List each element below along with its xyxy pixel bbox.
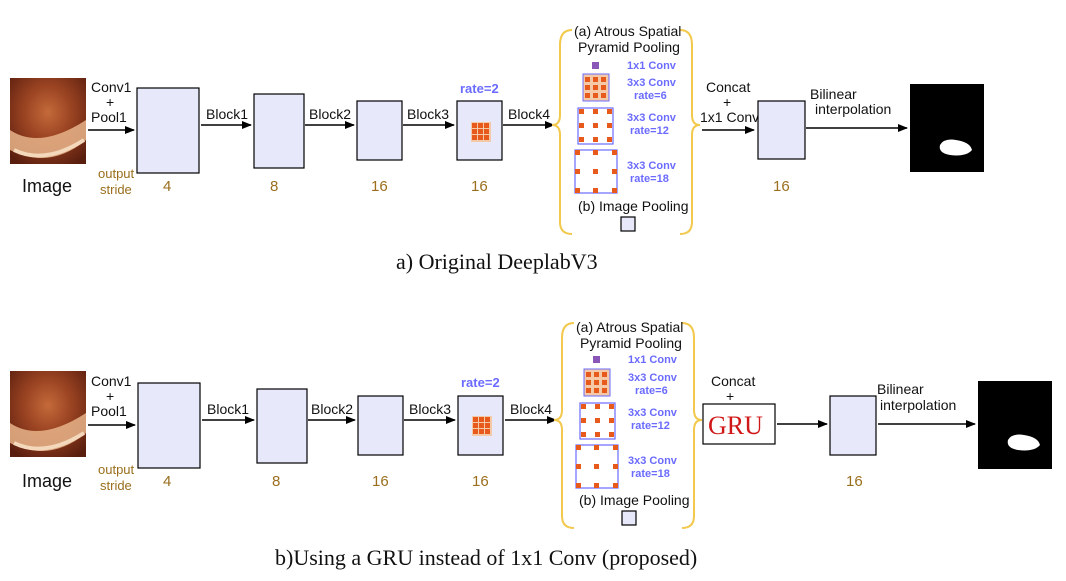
stride-label-a: stride	[100, 182, 132, 197]
block-gru-b	[829, 395, 877, 456]
rate12-label-b: rate=12	[631, 420, 670, 432]
block1-b	[256, 388, 308, 464]
stride-16-b-2: 16	[472, 473, 489, 490]
kernel-rate12-b	[579, 402, 616, 440]
conv1-label-b: Conv1	[91, 373, 132, 389]
interpolation-label-a: interpolation	[815, 101, 891, 117]
rate2-label-a: rate=2	[460, 81, 499, 96]
concat-plus-b: +	[726, 388, 734, 404]
stride-8-b: 8	[272, 473, 280, 490]
block3-b	[457, 395, 504, 456]
bilinear-label-a: Bilinear	[810, 86, 857, 102]
conv3x3-label-b-3: 3x3 Conv	[628, 455, 678, 467]
stride-8-a: 8	[270, 178, 278, 195]
input-image-a	[10, 78, 86, 164]
image-pooling-box-a	[620, 216, 636, 232]
kernel-rate2-b	[472, 416, 492, 436]
caption-a: a) Original DeeplabV3	[396, 249, 598, 274]
plus-label-a: +	[106, 94, 114, 110]
block3-label-b: Block3	[409, 401, 451, 417]
aspp-brace-right-a	[679, 29, 701, 235]
kernel-rate18-b	[575, 444, 619, 489]
kernel-rate2-a	[471, 122, 491, 142]
aspp-title2-b: Pyramid Pooling	[580, 335, 682, 351]
output-mask-b	[978, 381, 1052, 469]
block-concat-a	[757, 100, 806, 160]
pool1-label-a: Pool1	[91, 109, 127, 125]
output-label-b: output	[98, 462, 135, 477]
stride-4-b: 4	[163, 473, 171, 490]
rate18-label-b: rate=18	[631, 468, 670, 480]
block2-label-b: Block2	[311, 401, 353, 417]
caption-b: b)Using a GRU instead of 1x1 Conv (propo…	[275, 545, 697, 570]
block1-label-b: Block1	[207, 401, 249, 417]
concat-plus-a: +	[723, 94, 731, 110]
output-label-a: output	[98, 166, 135, 181]
aspp-title1-b: (a) Atrous Spatial	[576, 319, 683, 335]
output-mask-a	[910, 84, 984, 172]
interpolation-label-b: interpolation	[880, 397, 956, 413]
kernel-rate6-a	[582, 73, 610, 102]
conv1x1-label-a: 1x1 Conv	[627, 60, 677, 72]
conv3x3-label-b-1: 3x3 Conv	[628, 372, 678, 384]
bilinear-label-b: Bilinear	[877, 381, 924, 397]
aspp-brace-left-b	[553, 322, 575, 529]
kernel-rate12-a	[577, 107, 614, 145]
input-image-b	[10, 371, 86, 457]
conv1x1-label-b: 1x1 Conv	[628, 354, 678, 366]
pool1-label-b: Pool1	[91, 403, 127, 419]
concat-label-b: Concat	[711, 373, 755, 389]
conv3x3-label-a-3: 3x3 Conv	[627, 160, 677, 172]
aspp-brace-right-b	[681, 322, 703, 529]
plus-label-b: +	[106, 388, 114, 404]
stride-16-a-2: 16	[471, 178, 488, 195]
image-pooling-label-b: (b) Image Pooling	[579, 492, 690, 508]
block1-label-a: Block1	[206, 106, 248, 122]
stride-16-a-1: 16	[371, 178, 388, 195]
conv3x3-label-a-2: 3x3 Conv	[627, 112, 677, 124]
block-conv1-b	[137, 382, 201, 469]
aspp-title1-a: (a) Atrous Spatial	[574, 23, 681, 39]
block4-label-a: Block4	[508, 106, 550, 122]
rate6-label-a: rate=6	[634, 90, 667, 102]
input-label-a: Image	[22, 176, 72, 196]
stride-16-b-3: 16	[846, 473, 863, 490]
input-label-b: Image	[22, 471, 72, 491]
conv3x3-label-a-1: 3x3 Conv	[627, 77, 677, 89]
gru-box	[702, 403, 776, 445]
block-conv1-a	[136, 87, 200, 174]
stride-16-b-1: 16	[372, 473, 389, 490]
block4-label-b: Block4	[510, 401, 552, 417]
rate12-label-a: rate=12	[630, 125, 669, 137]
rate6-label-b: rate=6	[635, 385, 668, 397]
panel-a: Image Conv1 + Pool1 output stride 4 Bloc…	[10, 23, 984, 274]
conv1x1-op-label-a: 1x1 Conv	[700, 109, 759, 125]
stride-label-b: stride	[100, 478, 132, 493]
image-pooling-box-b	[621, 510, 637, 526]
stride-4-a: 4	[163, 178, 171, 195]
block2-b	[357, 395, 404, 456]
conv1x1-kernel-b	[593, 356, 600, 363]
block1-a	[253, 93, 305, 169]
image-pooling-label-a: (b) Image Pooling	[578, 198, 689, 214]
rate18-label-a: rate=18	[630, 173, 669, 185]
conv3x3-label-b-2: 3x3 Conv	[628, 407, 678, 419]
aspp-title2-a: Pyramid Pooling	[578, 39, 680, 55]
block3-label-a: Block3	[407, 106, 449, 122]
panel-b: Image Conv1 + Pool1 output stride 4 Bloc…	[10, 319, 1052, 570]
rate2-label-b: rate=2	[461, 375, 500, 390]
gru-label: GRU	[708, 411, 763, 440]
concat-label-a: Concat	[706, 79, 750, 95]
block2-label-a: Block2	[309, 106, 351, 122]
kernel-rate6-b	[583, 368, 611, 397]
aspp-brace-left-a	[551, 29, 573, 235]
stride-16-a-3: 16	[773, 178, 790, 195]
conv1-label-a: Conv1	[91, 79, 132, 95]
conv1x1-kernel-a	[592, 62, 599, 69]
kernel-rate18-a	[574, 149, 618, 194]
block2-a	[356, 100, 403, 161]
